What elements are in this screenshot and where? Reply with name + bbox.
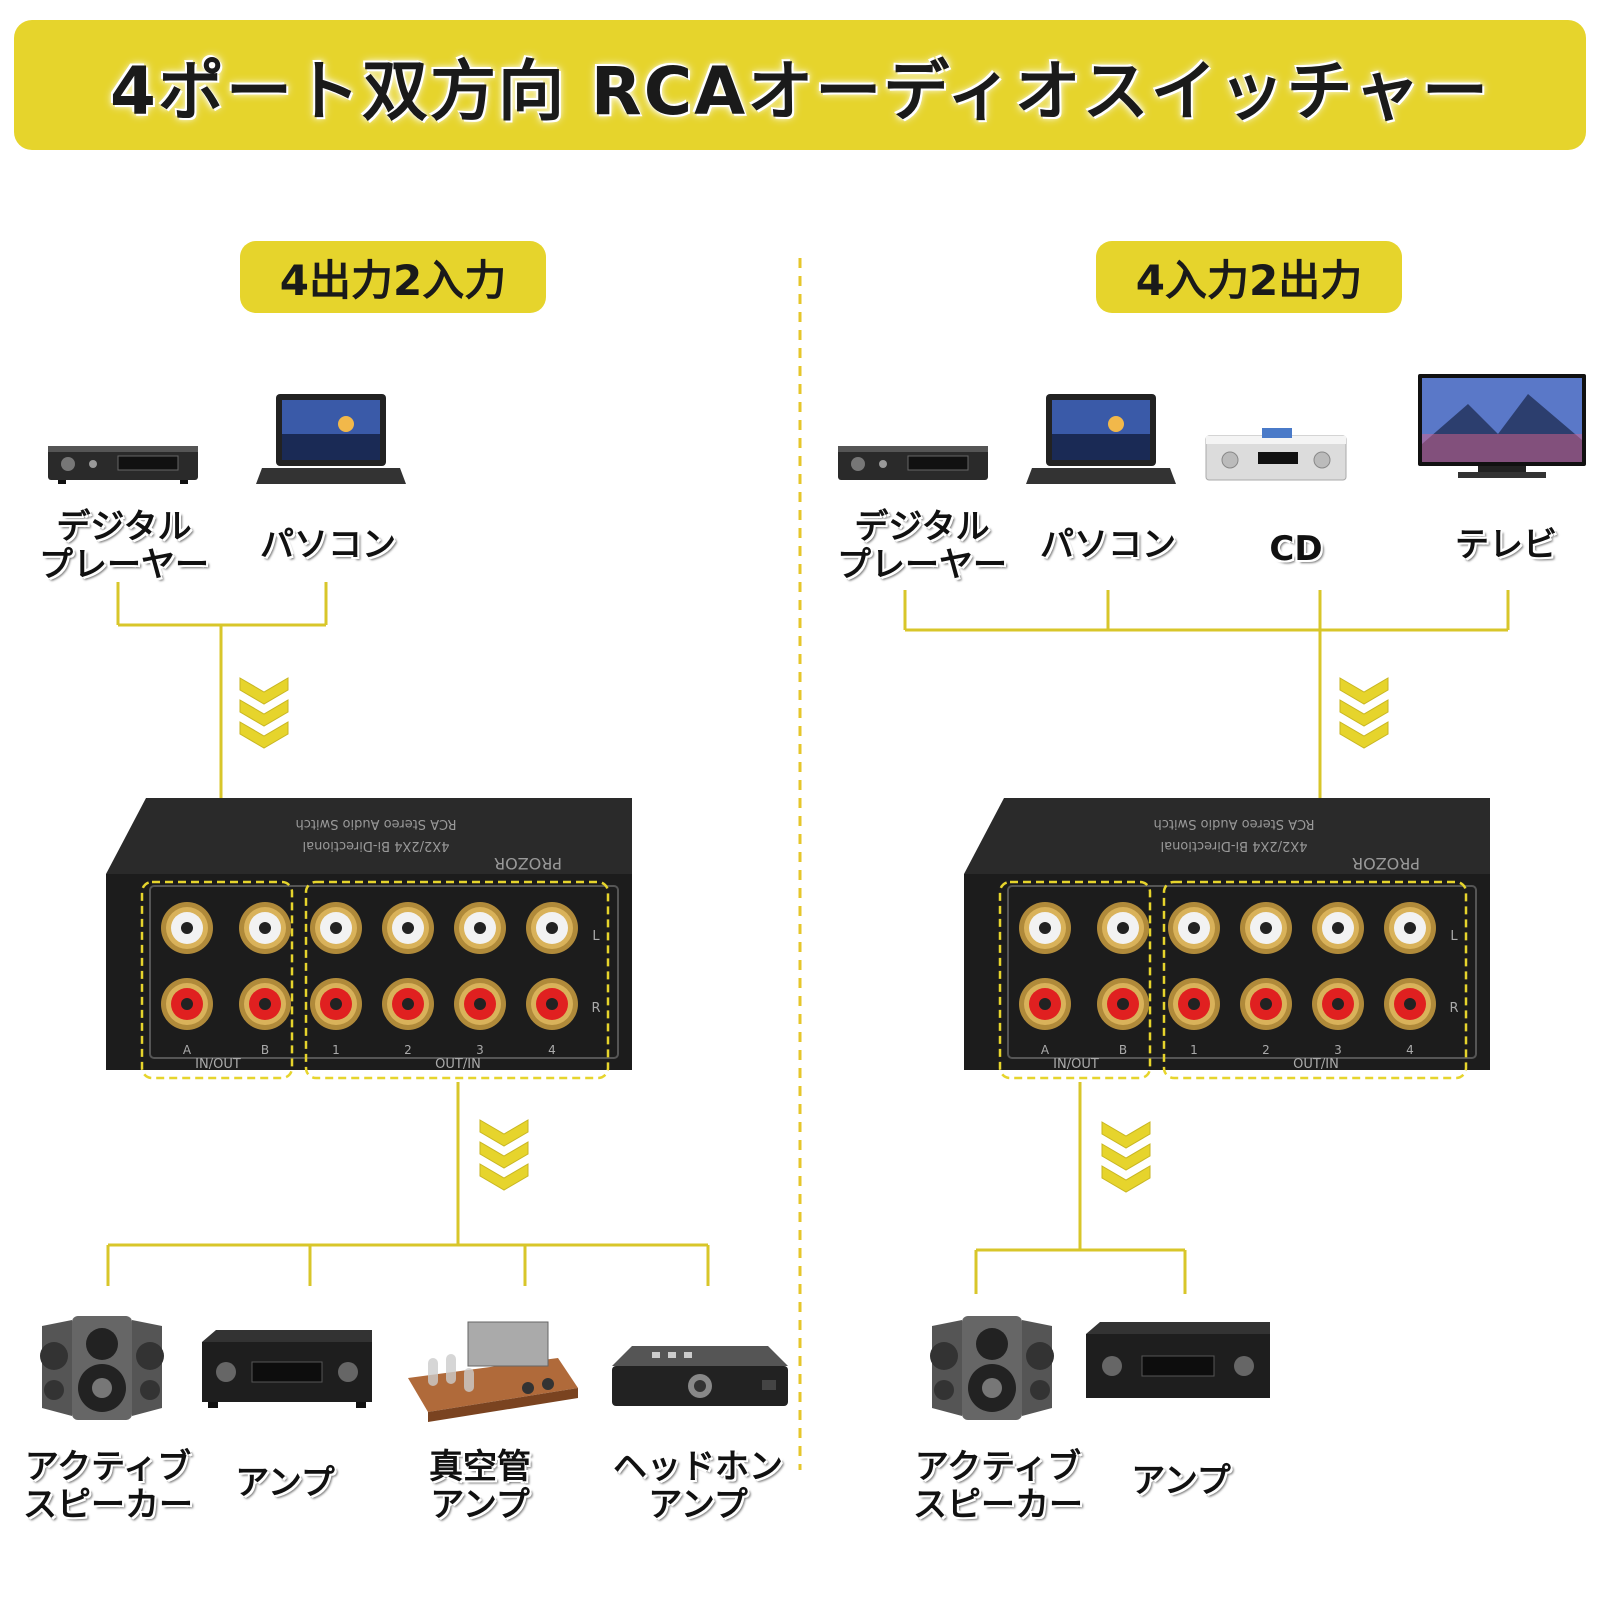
source-label-tv: テレビ bbox=[1455, 525, 1557, 565]
speaker-icon bbox=[40, 1316, 164, 1420]
output-label-tube-amplifier: 真空管 アンプ bbox=[429, 1447, 531, 1525]
amplifier-icon bbox=[202, 1330, 372, 1408]
svg-text:4: 4 bbox=[548, 1043, 556, 1057]
rca-jack-white bbox=[239, 902, 291, 954]
rca-jack-white bbox=[382, 902, 434, 954]
laptop-icon bbox=[1026, 394, 1176, 484]
rca-jack-white bbox=[1168, 902, 1220, 954]
svg-text:A: A bbox=[1041, 1043, 1050, 1057]
rca-jack-white bbox=[1384, 902, 1436, 954]
output-label-amplifier: アンプ bbox=[1131, 1461, 1231, 1501]
right-mode-badge: 4入力2出力 bbox=[1096, 241, 1402, 313]
output-label-headphone-amplifier: ヘッドホン アンプ bbox=[613, 1447, 783, 1525]
rca-jack-red bbox=[1384, 978, 1436, 1030]
rca-jack-red bbox=[1168, 978, 1220, 1030]
speaker-icon bbox=[930, 1316, 1054, 1420]
rca-jack-red bbox=[1312, 978, 1364, 1030]
rca-jack-red bbox=[526, 978, 578, 1030]
output-label-active-speaker: アクティブ スピーカー bbox=[913, 1447, 1083, 1525]
source-label-pc: パソコン bbox=[260, 525, 396, 565]
rca-jack-white bbox=[1312, 902, 1364, 954]
chevron-down-icon bbox=[239, 677, 289, 749]
device-model-line1: 4X2/2X4 Bi-Directional bbox=[303, 838, 450, 853]
svg-text:1: 1 bbox=[1190, 1043, 1198, 1057]
chevron-down-icon bbox=[479, 1119, 529, 1191]
left-output-lines bbox=[106, 1082, 710, 1286]
rca-jack-red bbox=[239, 978, 291, 1030]
rca-jack-red bbox=[454, 978, 506, 1030]
device-model-line2: RCA Stereo Audio Switch bbox=[1153, 816, 1314, 831]
output-label-active-speaker: アクティブ スピーカー bbox=[23, 1447, 193, 1525]
tv-icon bbox=[1418, 374, 1586, 478]
source-label-pc: パソコン bbox=[1040, 525, 1176, 565]
tube-amplifier-icon bbox=[408, 1321, 578, 1422]
svg-text:3: 3 bbox=[1334, 1043, 1342, 1057]
rca-jack-white bbox=[1097, 902, 1149, 954]
left-mode-badge: 4出力2入力 bbox=[240, 241, 546, 313]
svg-text:2: 2 bbox=[404, 1043, 412, 1057]
svg-text:L: L bbox=[592, 929, 600, 944]
rca-jack-red bbox=[310, 978, 362, 1030]
rca-jack-white bbox=[454, 902, 506, 954]
digital-player-icon bbox=[838, 446, 988, 480]
cd-player-icon bbox=[1205, 428, 1347, 481]
switch-device: PROZOR 4X2/2X4 Bi-Directional RCA Stereo… bbox=[106, 798, 632, 1080]
rca-jack-red bbox=[1240, 978, 1292, 1030]
rca-jack-white bbox=[526, 902, 578, 954]
digital-player-icon bbox=[48, 446, 198, 484]
svg-text:R: R bbox=[1449, 1001, 1458, 1016]
group-label-inout: IN/OUT bbox=[1053, 1057, 1099, 1072]
page-title: 4ポート双方向 RCAオーディオスイッチャー bbox=[110, 53, 1490, 130]
source-label-cd: CD bbox=[1269, 529, 1323, 569]
svg-text:L: L bbox=[1450, 929, 1458, 944]
device-model-line2: RCA Stereo Audio Switch bbox=[295, 816, 456, 831]
device-brand: PROZOR bbox=[494, 854, 562, 873]
rca-jack-red bbox=[382, 978, 434, 1030]
source-label-digital-player: デジタル プレーヤー bbox=[39, 507, 209, 585]
amplifier-icon bbox=[1086, 1322, 1270, 1398]
rca-jack-white bbox=[310, 902, 362, 954]
title-banner bbox=[14, 20, 1586, 150]
rca-jack-white bbox=[161, 902, 213, 954]
rca-jack-white bbox=[1019, 902, 1071, 954]
svg-text:2: 2 bbox=[1262, 1043, 1270, 1057]
rca-jack-red bbox=[1019, 978, 1071, 1030]
headphone-amplifier-icon bbox=[612, 1346, 788, 1406]
svg-text:1: 1 bbox=[332, 1043, 340, 1057]
svg-text:3: 3 bbox=[476, 1043, 484, 1057]
svg-text:B: B bbox=[1119, 1043, 1127, 1057]
svg-text:R: R bbox=[591, 1001, 600, 1016]
svg-text:4: 4 bbox=[1406, 1043, 1414, 1057]
source-label-digital-player: デジタル プレーヤー bbox=[837, 507, 1007, 585]
chevron-down-icon bbox=[1101, 1121, 1151, 1193]
group-label-outin: OUT/IN bbox=[1293, 1057, 1339, 1072]
rca-jack-white bbox=[1240, 902, 1292, 954]
right-output-lines bbox=[974, 1082, 1187, 1294]
laptop-icon bbox=[256, 394, 406, 484]
rca-jack-red bbox=[1097, 978, 1149, 1030]
output-label-amplifier: アンプ bbox=[235, 1463, 335, 1503]
group-label-inout: IN/OUT bbox=[195, 1057, 241, 1072]
switch-device: PROZOR 4X2/2X4 Bi-Directional RCA Stereo… bbox=[964, 798, 1490, 1080]
chevron-down-icon bbox=[1339, 677, 1389, 749]
svg-text:A: A bbox=[183, 1043, 192, 1057]
group-label-outin: OUT/IN bbox=[435, 1057, 481, 1072]
device-model-line1: 4X2/2X4 Bi-Directional bbox=[1161, 838, 1308, 853]
rca-jack-red bbox=[161, 978, 213, 1030]
svg-text:B: B bbox=[261, 1043, 269, 1057]
device-brand: PROZOR bbox=[1352, 854, 1420, 873]
